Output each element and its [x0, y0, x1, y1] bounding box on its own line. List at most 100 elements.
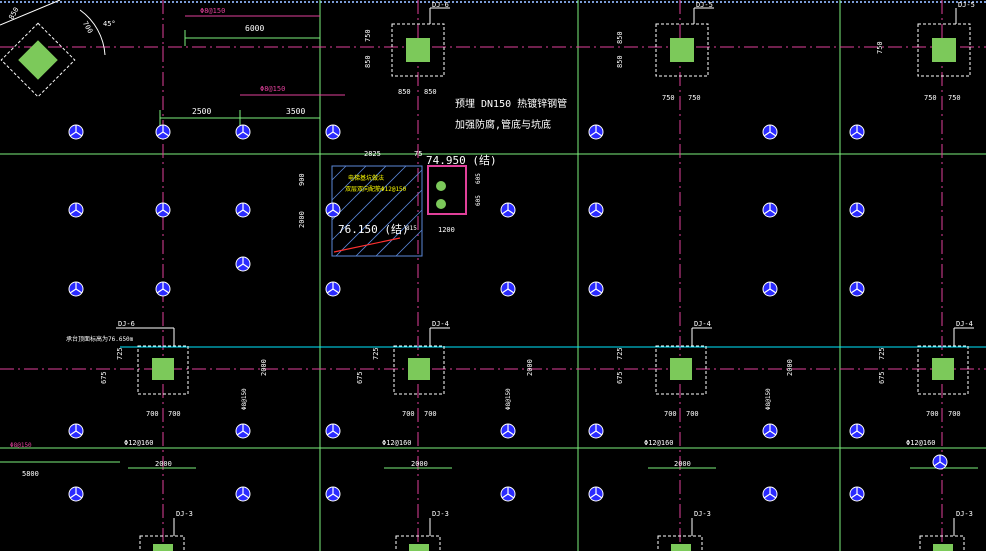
pile-marker-icon [68, 486, 84, 502]
dim-top-850a: 850 [364, 55, 372, 68]
pile-marker-icon [68, 281, 84, 297]
dim-pit-2825: 2825 [364, 150, 381, 158]
dim-mid-700-d1: 700 [926, 410, 939, 418]
dim-pit-2000: 2000 [298, 211, 306, 228]
footing-label-mid-dj6: DJ-6 [118, 320, 135, 328]
dim-pit-1200: 1200 [438, 226, 455, 234]
elevator-pit [331, 165, 423, 257]
footing-label-mid-dj4b: DJ-4 [694, 320, 711, 328]
dim-left-5800: 5800 [22, 470, 39, 478]
elev-top: 74.950 (结) [426, 154, 497, 167]
top-left-arc [79, 9, 106, 56]
dim-pit-605: 605 [475, 173, 482, 184]
pile-marker-icon [762, 486, 778, 502]
footing-label-top-dj5a: DJ-5 [696, 1, 713, 9]
footing-mid-dj4b [655, 327, 712, 395]
rebar-vert-a: Φ8@150 [241, 388, 248, 410]
rebar-left-phi8: Φ8@150 [10, 442, 32, 449]
pile-marker-icon [68, 423, 84, 439]
pile-marker-icon [235, 124, 251, 140]
dim-2000-span-b: 2000 [411, 460, 428, 468]
dim-mid-700-d2: 700 [948, 410, 961, 418]
dim-pit-75: 75 [414, 150, 422, 158]
pile-marker-icon [325, 202, 341, 218]
dim-pit-605b: 605 [475, 195, 482, 206]
dim-mid-675-d: 675 [878, 371, 886, 384]
dim-mid-2000-c: 2000 [786, 359, 794, 376]
pile-marker-icon [588, 202, 604, 218]
dim-pit-815: 815 [406, 225, 417, 232]
dim-mid-675-b: 675 [356, 371, 364, 384]
footing-label-bot-a: DJ-3 [176, 510, 193, 518]
sump-pit [427, 165, 467, 215]
dim-mid-700-a1: 700 [146, 410, 159, 418]
pile-marker-icon [762, 423, 778, 439]
note-pipe-line1: 预埋 DN150 热镀锌钢管 [455, 97, 567, 110]
rebar-phi12-b: Φ12@160 [382, 439, 412, 447]
top-left-diag [0, 0, 61, 26]
pile-marker-icon [500, 486, 516, 502]
dim-mid-725-b: 725 [372, 347, 380, 360]
dim-6000-text: 6000 [245, 24, 264, 33]
dim-top-left-45: 45° [103, 20, 116, 28]
dim-mid-700-c1: 700 [664, 410, 677, 418]
dim-2500-text: 2500 [192, 107, 211, 116]
note-left: 承台顶面标高为76.650m [66, 335, 134, 343]
footing-label-bot-d: DJ-3 [956, 510, 973, 518]
dim-top-dj5b-750b: 750 [948, 94, 961, 102]
dim-mid-725-a: 725 [116, 347, 124, 360]
dim-mid-700-b2: 700 [424, 410, 437, 418]
dim-top-dj5b-750a: 750 [924, 94, 937, 102]
pile-marker-icon [849, 124, 865, 140]
pile-marker-icon [762, 281, 778, 297]
pile-marker-icon [235, 486, 251, 502]
footing-mid-dj6 [116, 327, 189, 395]
rebar-phi12-c: Φ12@160 [644, 439, 674, 447]
pit-label-1: 电梯基坑做法 [348, 174, 384, 182]
dim-top-dj5a-850: 850 [616, 31, 624, 44]
elev-pit: 76.150 (结) [338, 223, 409, 236]
pile-marker-icon [762, 124, 778, 140]
rebar-vert-b: Φ8@150 [505, 388, 512, 410]
rebar-vert-c: Φ8@150 [765, 388, 772, 410]
footing-top-dj6 [391, 7, 450, 77]
dim-mid-2000-a: 2000 [260, 359, 268, 376]
dim-top-left-850: 850 [7, 6, 20, 21]
pile-marker-icon [325, 281, 341, 297]
footing-label-top-dj5b: DJ-5 [958, 1, 975, 9]
dim-2000-span-a: 2000 [155, 460, 172, 468]
dim-mid-700-a2: 700 [168, 410, 181, 418]
pile-marker-icon [155, 202, 171, 218]
pile-marker-icon [500, 202, 516, 218]
footing-label-mid-dj4a: DJ-4 [432, 320, 449, 328]
dim-mid-675-a: 675 [100, 371, 108, 384]
pile-marker-icon [235, 256, 251, 272]
dim-mid-700-b1: 700 [402, 410, 415, 418]
dim-mid-675-c: 675 [616, 371, 624, 384]
dim-top-dj5a-850b: 850 [616, 55, 624, 68]
footing-label-bot-c: DJ-3 [694, 510, 711, 518]
dim-mid-725-c: 725 [616, 347, 624, 360]
dim-top-dj5a-750a: 750 [662, 94, 675, 102]
pile-marker-icon [500, 423, 516, 439]
footing-top-dj5b [917, 8, 971, 77]
pile-marker-icon [155, 281, 171, 297]
rebar-top-b: Φ8@150 [260, 85, 285, 93]
dim-top-750: 750 [364, 29, 372, 42]
dim-top-dj5b-750: 750 [876, 41, 884, 54]
footing-bottom-row [139, 518, 965, 551]
pile-marker-icon [500, 281, 516, 297]
pile-marker-icon [155, 124, 171, 140]
footing-label-mid-dj4c: DJ-4 [956, 320, 973, 328]
dim-mid-725-d: 725 [878, 347, 886, 360]
footing-label-top-dj6: DJ-6 [432, 1, 449, 9]
pile-marker-icon [849, 486, 865, 502]
footing-label-bot-b: DJ-3 [432, 510, 449, 518]
dim-mid-2000-b: 2000 [526, 359, 534, 376]
pit-label-2: 双层双向配筋Φ12@150 [345, 185, 407, 193]
pile-marker-icon [588, 281, 604, 297]
dim-top-850b: 850 [398, 88, 411, 96]
rebar-phi12-d: Φ12@160 [906, 439, 936, 447]
